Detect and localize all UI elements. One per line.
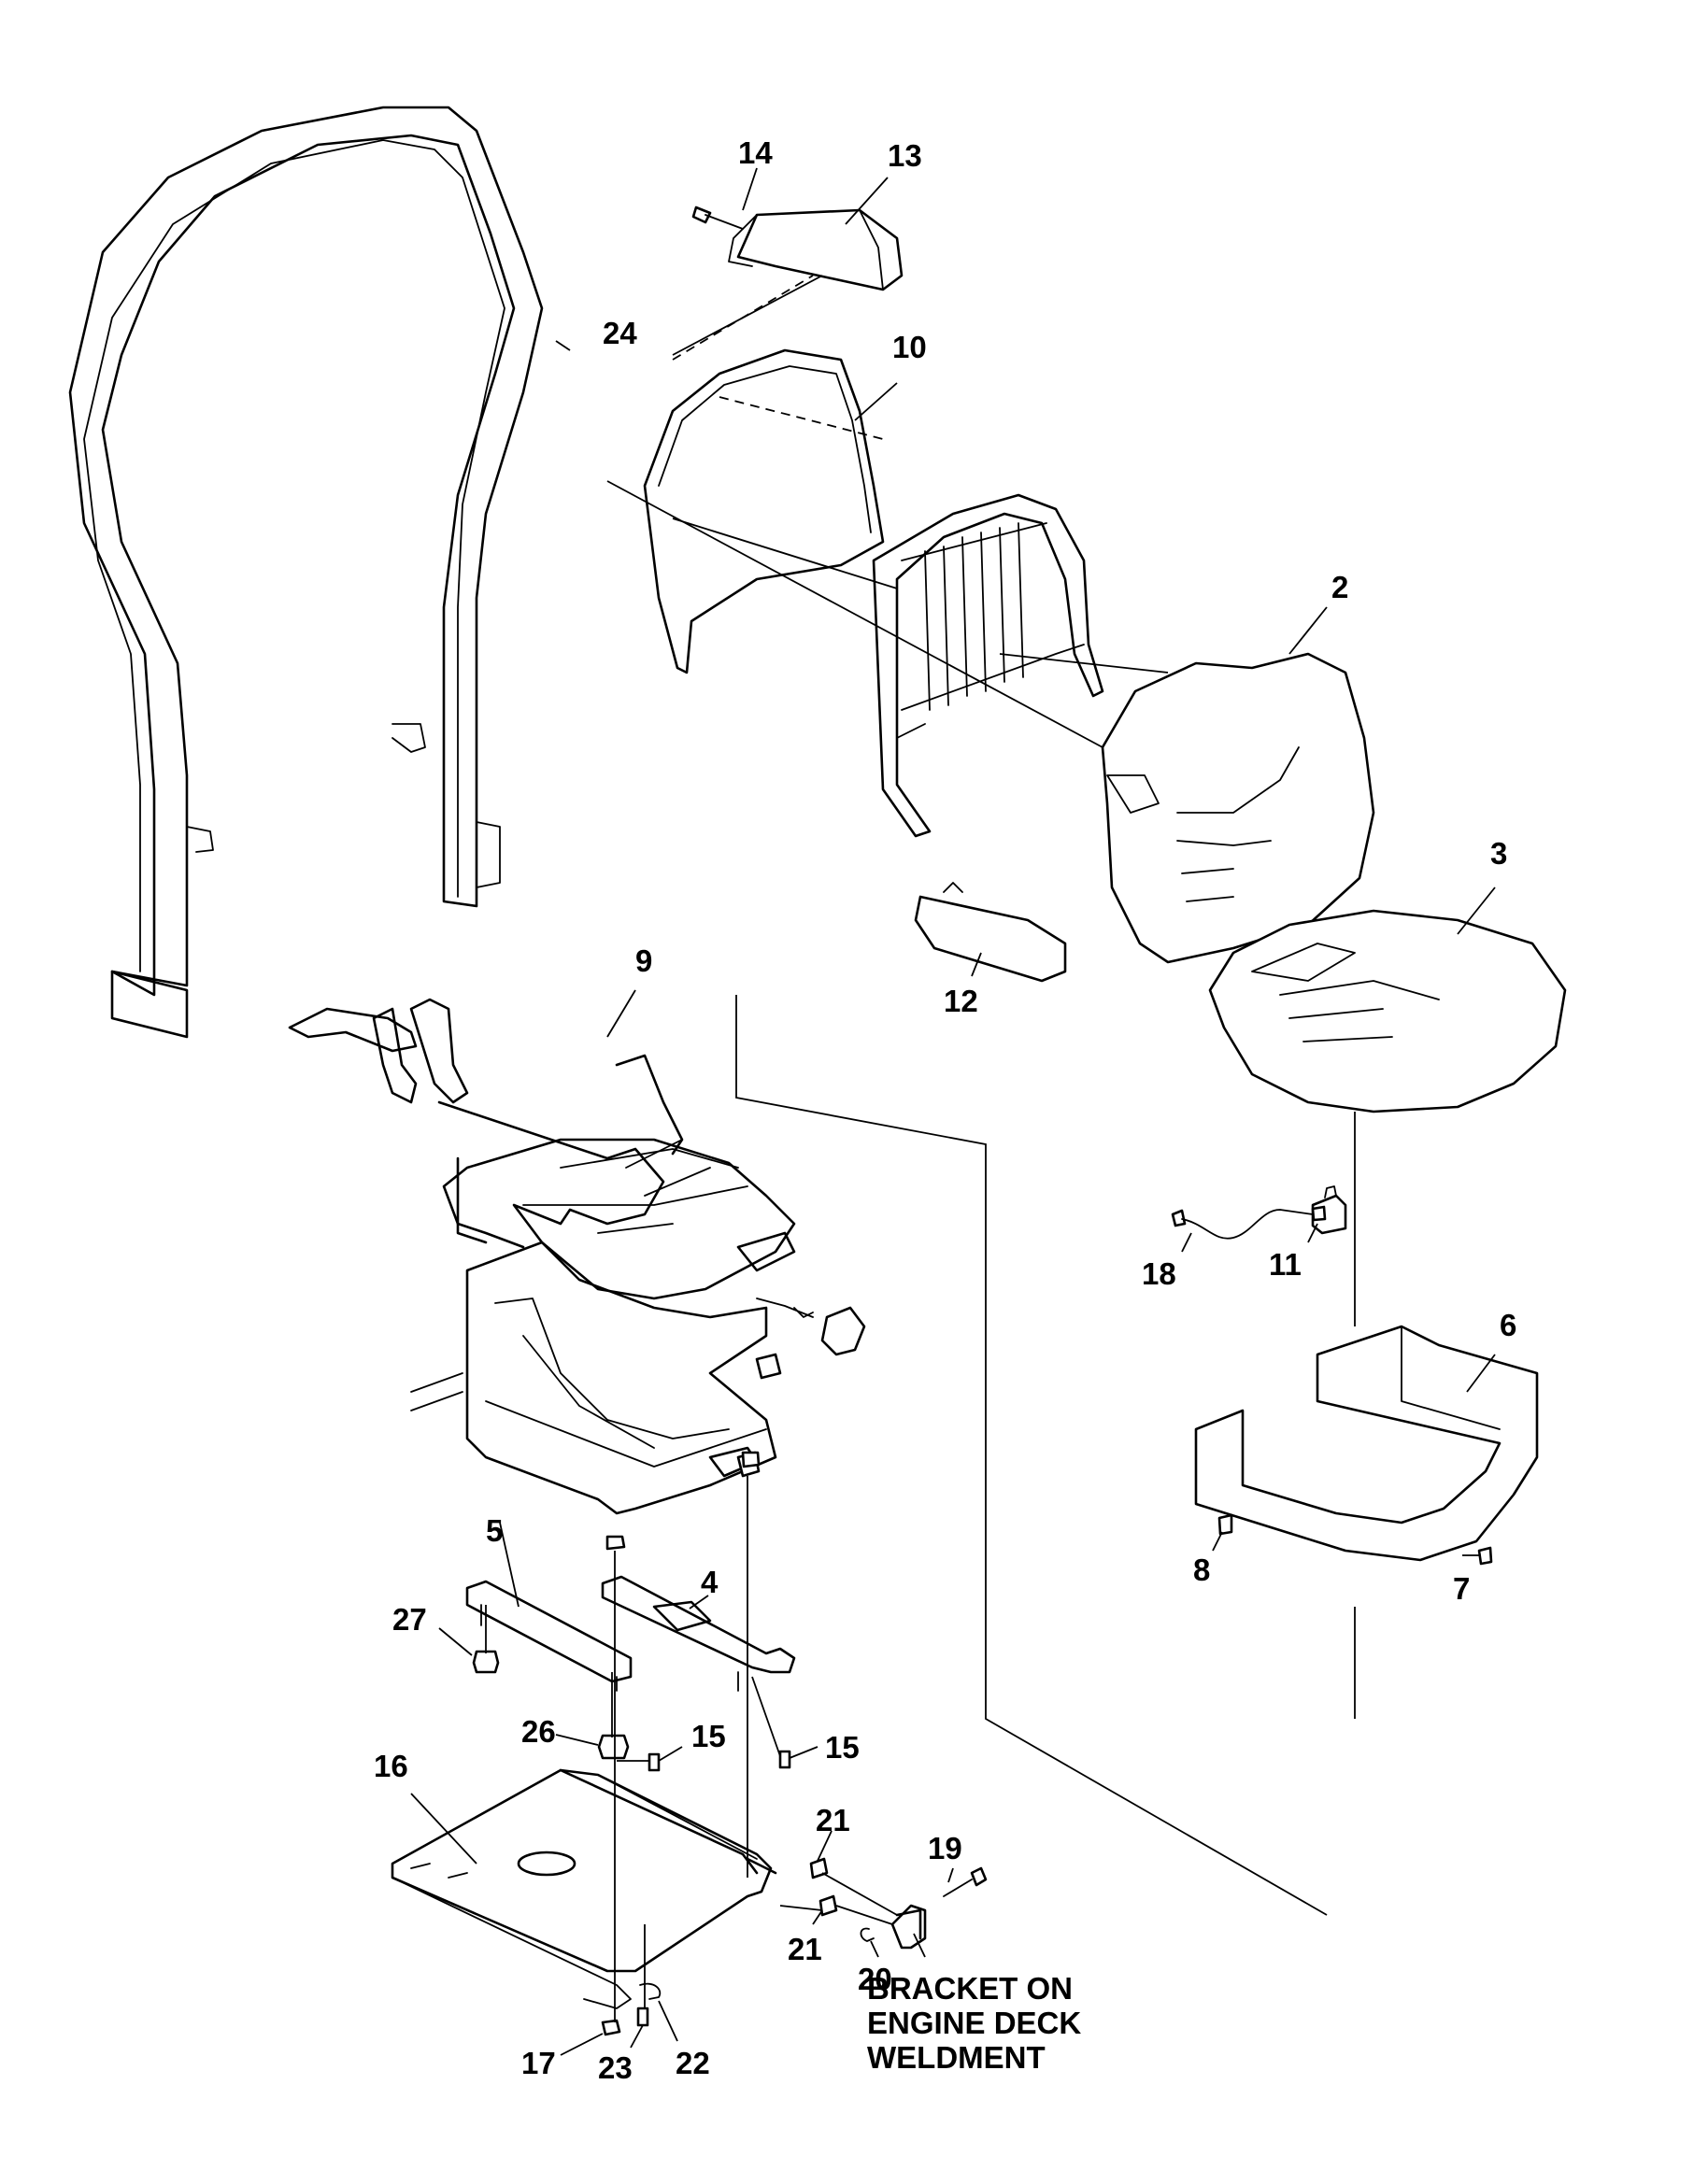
callout-22: 22 (676, 2046, 710, 2080)
bolt-part-14 (691, 206, 744, 230)
back-panel-part-10 (643, 348, 885, 674)
callout-4: 4 (701, 1565, 719, 1599)
callout-7: 7 (1453, 1571, 1470, 1606)
callout-5: 5 (486, 1513, 503, 1548)
callout-6: 6 (1500, 1308, 1516, 1342)
bushing-part-21-lower (818, 1894, 838, 1917)
bolt-part-15-left (648, 1752, 661, 1772)
callout-12: 12 (944, 984, 978, 1018)
callout-15-right: 15 (825, 1730, 860, 1765)
clip-part-20 (860, 1927, 875, 1942)
slide-rail-part-4 (601, 1575, 796, 1692)
callout-2: 2 (1331, 570, 1348, 604)
engine-deck-bracket (890, 1904, 927, 1950)
callout-15-left: 15 (691, 1719, 726, 1753)
bolt-part-23 (636, 2007, 649, 2027)
suspension-assembly-part-9 (288, 998, 866, 1515)
bolt-part-19 (943, 1866, 988, 1897)
screw-part-8 (1217, 1513, 1233, 1536)
isolator-part-27 (472, 1650, 500, 1674)
callout-18: 18 (1142, 1256, 1176, 1291)
seat-back-frame (872, 493, 1104, 838)
bracket-note-line-2: ENGINE DECK (867, 2006, 1081, 2040)
callout-27: 27 (392, 1602, 427, 1637)
clip-part-22 (639, 1982, 662, 2000)
callout-24: 24 (603, 316, 637, 350)
callout-16: 16 (374, 1749, 408, 1783)
wire-harness-part-18 (1171, 1205, 1327, 1240)
seat-pan-part-6 (1194, 1325, 1539, 1562)
screw-part-7 (1477, 1546, 1493, 1566)
callout-3: 3 (1490, 836, 1507, 871)
callout-leaders (410, 167, 1496, 2056)
callout-labels: 2 3 4 5 6 7 8 9 10 11 12 13 14 15 15 16 … (374, 135, 1516, 2085)
armrest-part-13 (728, 208, 904, 291)
callout-13: 13 (888, 138, 922, 173)
bracket-note-line-3: WELDMENT (867, 2040, 1046, 2075)
callout-14: 14 (738, 135, 773, 170)
assembly-lines (485, 275, 1356, 2022)
callout-21-lower: 21 (788, 1932, 822, 1966)
callout-10: 10 (892, 330, 927, 364)
callout-8: 8 (1193, 1553, 1210, 1587)
bracket-note: BRACKET ON ENGINE DECK WELDMENT (867, 1971, 1081, 2075)
bracket-note-line-1: BRACKET ON (867, 1971, 1073, 2006)
slide-rail-part-5 (465, 1580, 633, 1692)
washer-top (605, 1451, 761, 1551)
roll-bar-part-24 (68, 106, 544, 1039)
switch-part-11 (1311, 1185, 1347, 1235)
callout-23: 23 (598, 2050, 633, 2085)
callout-19: 19 (928, 1831, 962, 1865)
callout-21-upper: 21 (816, 1803, 850, 1837)
bolt-part-15-right (778, 1750, 791, 1769)
callout-26: 26 (521, 1714, 556, 1749)
callout-11: 11 (1269, 1247, 1302, 1282)
mounting-plate-part-16 (391, 1768, 777, 2009)
spacer-part-26 (597, 1734, 630, 1760)
armrest-part-12 (914, 882, 1067, 983)
callout-20: 20 (858, 1962, 892, 1996)
seat-cushion-part-3 (1208, 909, 1567, 1113)
back-cushion-part-2 (1101, 652, 1375, 964)
callout-9: 9 (635, 943, 652, 978)
callout-17: 17 (521, 2046, 556, 2080)
nut-part-17 (601, 2019, 621, 2036)
